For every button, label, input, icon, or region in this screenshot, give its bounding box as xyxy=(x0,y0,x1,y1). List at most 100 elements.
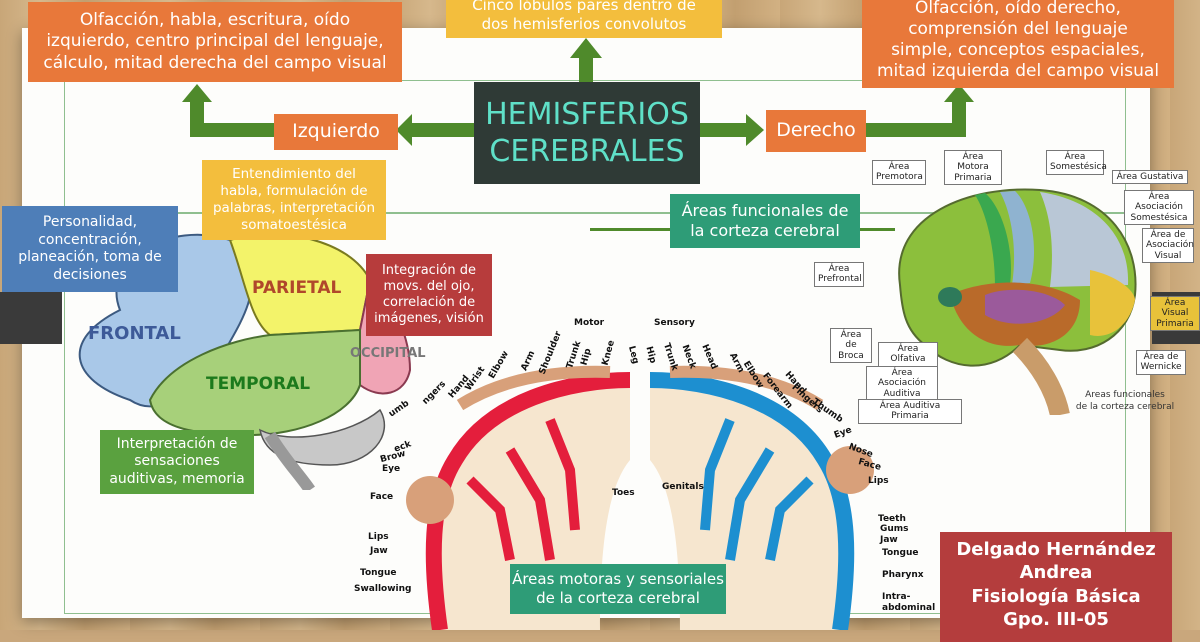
area-olfativa-label: Área Olfativa xyxy=(878,342,938,367)
premotora-l1: Área xyxy=(888,162,910,172)
area-auditiva-primaria-label: Área Auditiva Primaria xyxy=(858,399,962,424)
author-line3: Fisiología Básica xyxy=(971,585,1141,607)
sensory-teeth: Teeth xyxy=(878,514,906,524)
functional-heading-l2: la corteza cerebral xyxy=(690,221,840,240)
sensory-abdominal: abdominal xyxy=(882,603,936,613)
area-premotora-label: Área Premotora xyxy=(872,160,926,185)
parietal-note-l3: palabras, interpretación xyxy=(212,200,375,216)
sensory-gums: Gums xyxy=(880,524,909,534)
functional-heading-l1: Áreas funcionales de xyxy=(681,201,849,220)
homunculus-illustration xyxy=(406,365,874,630)
sensory-jaw: Jaw xyxy=(880,535,898,545)
area-wernicke-label: Área de Wernicke xyxy=(1136,350,1186,375)
frontal-note: Personalidad, concentración, planeación,… xyxy=(2,206,178,292)
parietal-note: Entendimiento del habla, formulación de … xyxy=(202,160,386,240)
author-line2: Andrea xyxy=(1019,562,1093,584)
five-lobes-line2: dos hemisferios convolutos xyxy=(481,15,687,33)
sensory-title: Sensory xyxy=(654,318,695,328)
occipital-note: Integración de movs. del ojo, correlació… xyxy=(366,254,492,336)
motor-face: Face xyxy=(370,492,394,502)
area-asoc-visual-label: Área de Asociación Visual xyxy=(1142,228,1194,264)
title-line1: HEMISFERIOS xyxy=(485,96,689,132)
author-box: Delgado Hernández Andrea Fisiología Bási… xyxy=(940,532,1172,642)
functional-caption-l2: de la corteza cerebral xyxy=(1075,401,1175,412)
somestesica-l2: Somestésica xyxy=(1050,162,1107,173)
asoc-visual-l1: Área de xyxy=(1150,230,1186,240)
temporal-note: Interpretación de sensaciones auditivas,… xyxy=(100,430,254,494)
sensory-intra: Intra- xyxy=(882,592,911,602)
motor-sensory-l2: de la corteza cerebral xyxy=(536,589,700,607)
prefrontal-l2: Prefrontal xyxy=(818,274,862,285)
motor-tongue: Tongue xyxy=(360,568,397,578)
frontal-note-l1: Personalidad, xyxy=(42,214,138,230)
premotora-l2: Premotora xyxy=(876,172,923,183)
left-func-line2: izquierdo, centro principal del lenguaje… xyxy=(46,31,384,52)
left-func-line1: Olfacción, habla, escritura, oído xyxy=(79,10,351,31)
visual-primaria-l1: Área Visual xyxy=(1161,298,1189,319)
five-lobes-box: Cinco lóbulos pares dentro de dos hemisf… xyxy=(446,0,722,38)
title-line2: CEREBRALES xyxy=(489,134,685,169)
frontal-note-l2: concentración, xyxy=(38,231,142,248)
asoc-somestesica-l2: Somestésica xyxy=(1130,212,1188,223)
temporal-note-l3: auditivas, memoria xyxy=(109,470,245,487)
right-functions-box: Olfacción, oído derecho, comprensión del… xyxy=(862,0,1174,88)
upper-frame xyxy=(64,80,1126,214)
functional-brain-illustration xyxy=(898,188,1137,415)
occipital-lobe-label: OCCIPITAL xyxy=(350,346,426,361)
motor-eye: Eye xyxy=(382,464,401,474)
area-prefrontal-label: Área Prefrontal xyxy=(814,262,864,287)
asoc-auditiva-l2: Auditiva xyxy=(883,388,921,399)
temporal-note-l1: Interpretación de xyxy=(116,435,238,452)
asoc-visual-l3: Visual xyxy=(1154,250,1182,261)
occipital-note-l1: Integración de xyxy=(381,262,477,278)
motora-l2: Primaria xyxy=(954,172,992,183)
motora-l1: Área Motora xyxy=(957,152,989,173)
right-func-line2: comprensión del lenguaje xyxy=(908,18,1128,39)
asoc-auditiva-l1: Área Asociación xyxy=(878,368,926,389)
functional-caption: Areas funcionales de la corteza cerebral xyxy=(1070,390,1180,413)
derecho-text: Derecho xyxy=(776,119,856,142)
wernicke-l1: Área de xyxy=(1143,352,1179,362)
temporal-lobe-label: TEMPORAL xyxy=(206,374,311,394)
right-func-line1: Olfacción, oído derecho, xyxy=(915,0,1121,18)
prefrontal-l1: Área xyxy=(828,264,850,274)
izquierdo-text: Izquierdo xyxy=(292,120,380,143)
occipital-note-l4: imágenes, visión xyxy=(374,311,484,327)
toes-label: Toes xyxy=(612,488,635,498)
frontal-lobe-label: FRONTAL xyxy=(88,323,181,344)
area-somestesica-label: Área Somestésica xyxy=(1046,150,1107,175)
motor-sensory-l1: Áreas motoras y sensoriales xyxy=(512,570,724,589)
author-line4: Gpo. III-05 xyxy=(1003,609,1109,631)
motor-lips: Lips xyxy=(368,532,389,542)
occipital-note-l3: correlación de xyxy=(382,295,476,310)
sensory-tongue: Tongue xyxy=(882,548,919,558)
broca-l2: Broca xyxy=(838,350,864,361)
area-asoc-auditiva-label: Área Asociación Auditiva xyxy=(866,366,938,402)
left-dark-band xyxy=(0,292,62,344)
functional-caption-l1: Areas funcionales xyxy=(1085,390,1165,400)
somestesica-l1: Área xyxy=(1064,152,1086,162)
right-hemisphere-label: Derecho xyxy=(766,110,866,152)
five-lobes-line1: Cinco lóbulos pares dentro de xyxy=(472,0,696,15)
parietal-note-l1: Entendimiento del xyxy=(232,166,356,183)
motor-title: Motor xyxy=(574,318,605,328)
left-functions-box: Olfacción, habla, escritura, oído izquie… xyxy=(28,2,402,82)
main-title: HEMISFERIOS CEREBRALES xyxy=(474,82,700,184)
asoc-visual-l2: Asociación xyxy=(1146,240,1194,251)
temporal-note-l2: sensaciones xyxy=(134,453,220,470)
visual-primaria-l2: Primaria xyxy=(1156,318,1194,329)
parietal-note-l2: habla, formulación de xyxy=(220,183,368,200)
area-motora-label: Área Motora Primaria xyxy=(944,150,1002,186)
right-func-line3: simple, conceptos espaciales, xyxy=(891,40,1145,60)
frontal-note-l4: decisiones xyxy=(53,266,127,283)
sensory-pharynx: Pharynx xyxy=(882,570,924,580)
broca-l1: Área de xyxy=(840,330,862,351)
genitals-label: Genitals xyxy=(662,482,704,492)
wernicke-l2: Wernicke xyxy=(1140,362,1182,373)
left-func-line3: cálculo, mitad derecha del campo visual xyxy=(43,52,387,73)
area-gustativa-label: Área Gustativa xyxy=(1112,170,1188,185)
area-visual-primaria-label: Área Visual Primaria xyxy=(1150,296,1200,332)
area-asoc-somestesica-label: Área Asociación Somestésica xyxy=(1124,190,1194,226)
area-broca-label: Área de Broca xyxy=(830,328,872,364)
